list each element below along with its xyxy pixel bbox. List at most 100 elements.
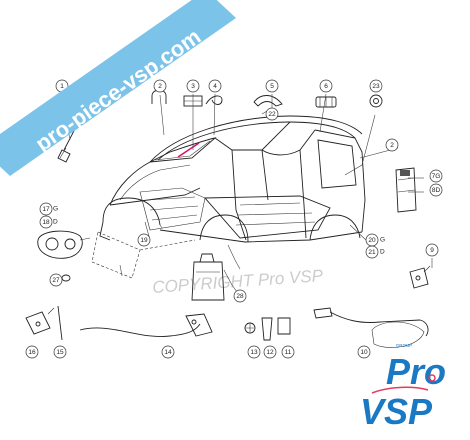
callout-label: 11 (285, 349, 292, 356)
part-27-nut (61, 274, 71, 282)
callout-circle (153, 79, 167, 93)
callout-c2b: 2 (385, 138, 399, 152)
callout-label: 22 (268, 111, 276, 118)
callout-label: 19 (140, 237, 148, 244)
provsp-logo: GROUP Pro VSP (360, 343, 446, 432)
callout-circle (208, 79, 222, 93)
callout-c15: 15 (53, 345, 67, 359)
callout-circle (365, 245, 379, 259)
callout-label: 28 (236, 293, 244, 300)
part-11-bracket (277, 317, 291, 335)
callout-label: 14 (164, 349, 172, 356)
callout-circle (161, 345, 175, 359)
callout-circle (186, 79, 200, 93)
callout-c10: 10 (357, 345, 371, 359)
callout-label: 8D (432, 187, 441, 194)
part-6-door-seal (315, 96, 337, 108)
callout-c7: 7G (429, 169, 443, 183)
callout-label: 13 (250, 349, 258, 356)
callout-label: 5 (270, 83, 274, 90)
car-body-shell (91, 115, 366, 279)
part-12-bolt (261, 317, 273, 341)
part-14-bonnet-cable (79, 313, 213, 338)
callout-label: 9 (430, 247, 434, 254)
leader-lines (57, 93, 433, 297)
side-letter-d21: D (380, 249, 385, 256)
part-16-bonnet-latch (25, 307, 55, 335)
website-banner: pro-piece-vsp.com (0, 0, 236, 176)
logo-swoosh (371, 386, 429, 394)
part-10-tailgate-cable (313, 307, 429, 348)
callout-label: 21 (368, 249, 376, 256)
callout-circle (137, 233, 151, 247)
part-9-door-lock (409, 265, 431, 289)
callout-c11: 11 (281, 345, 295, 359)
callout-label: 2 (158, 83, 162, 90)
callout-circle (319, 79, 333, 93)
callout-circle (39, 202, 53, 216)
callout-circle (429, 183, 443, 197)
callout-c16: 16 (25, 345, 39, 359)
callout-label: 2 (390, 142, 394, 149)
callout-c19: 19 (137, 233, 151, 247)
logo-pro-text: Pro (386, 351, 446, 392)
callout-c4: 4 (208, 79, 222, 93)
callout-label: 10 (360, 349, 368, 356)
callout-circle (265, 107, 279, 121)
callout-circle (263, 345, 277, 359)
callout-circle (425, 243, 439, 257)
callout-label: 18 (42, 219, 50, 226)
callout-label: 6 (324, 83, 328, 90)
callout-c21: 21 (365, 245, 379, 259)
part-13-bolt (244, 322, 256, 334)
callout-label: 1 (60, 83, 64, 90)
part-17-18-headlamp (37, 230, 91, 259)
callout-c20: 20 (365, 233, 379, 247)
logo-vsp-text: VSP (360, 391, 433, 432)
side-letter-g20: G (380, 237, 385, 244)
callout-circle (429, 169, 443, 183)
callout-c28: 28 (233, 289, 247, 303)
part-5-roof-trim (253, 95, 283, 107)
callout-circle (39, 215, 53, 229)
callout-label: 20 (368, 237, 376, 244)
callout-c14: 14 (161, 345, 175, 359)
callout-label: 7G (432, 173, 441, 180)
callout-c17: 17 (39, 202, 53, 216)
callout-c27: 27 (49, 273, 63, 287)
callout-c18: 18 (39, 215, 53, 229)
callout-label: 16 (28, 349, 36, 356)
callout-circle (233, 289, 247, 303)
part-28-washer-reservoir (191, 253, 225, 301)
callout-c13: 13 (247, 345, 261, 359)
callout-circle (385, 138, 399, 152)
callout-c22: 22 (265, 107, 279, 121)
logo-accent-dot (428, 374, 436, 382)
callout-label: 23 (372, 83, 380, 90)
part-4-clip (205, 95, 223, 105)
callout-circle (369, 79, 383, 93)
callout-c12: 12 (263, 345, 277, 359)
callout-circle (265, 79, 279, 93)
callout-circle (281, 345, 295, 359)
website-banner-text: pro-piece-vsp.com (31, 24, 206, 157)
callout-label: 4 (213, 83, 217, 90)
logo-group-text: GROUP (396, 343, 413, 348)
callout-circle (53, 345, 67, 359)
callout-c6: 6 (319, 79, 333, 93)
part-15-rod (57, 305, 63, 341)
callout-label: 15 (56, 349, 64, 356)
side-letter-g17: G (53, 206, 58, 213)
side-letter-d18: D (53, 219, 58, 226)
callout-c3: 3 (186, 79, 200, 93)
callout-c8: 8D (429, 183, 443, 197)
part-7-8-rear-light (395, 167, 417, 213)
callout-label: 3 (191, 83, 195, 90)
windscreen-highlight (177, 142, 200, 158)
callout-label: 12 (266, 349, 274, 356)
callout-circle (357, 345, 371, 359)
callout-c23: 23 (369, 79, 383, 93)
callout-label: 27 (52, 277, 60, 284)
